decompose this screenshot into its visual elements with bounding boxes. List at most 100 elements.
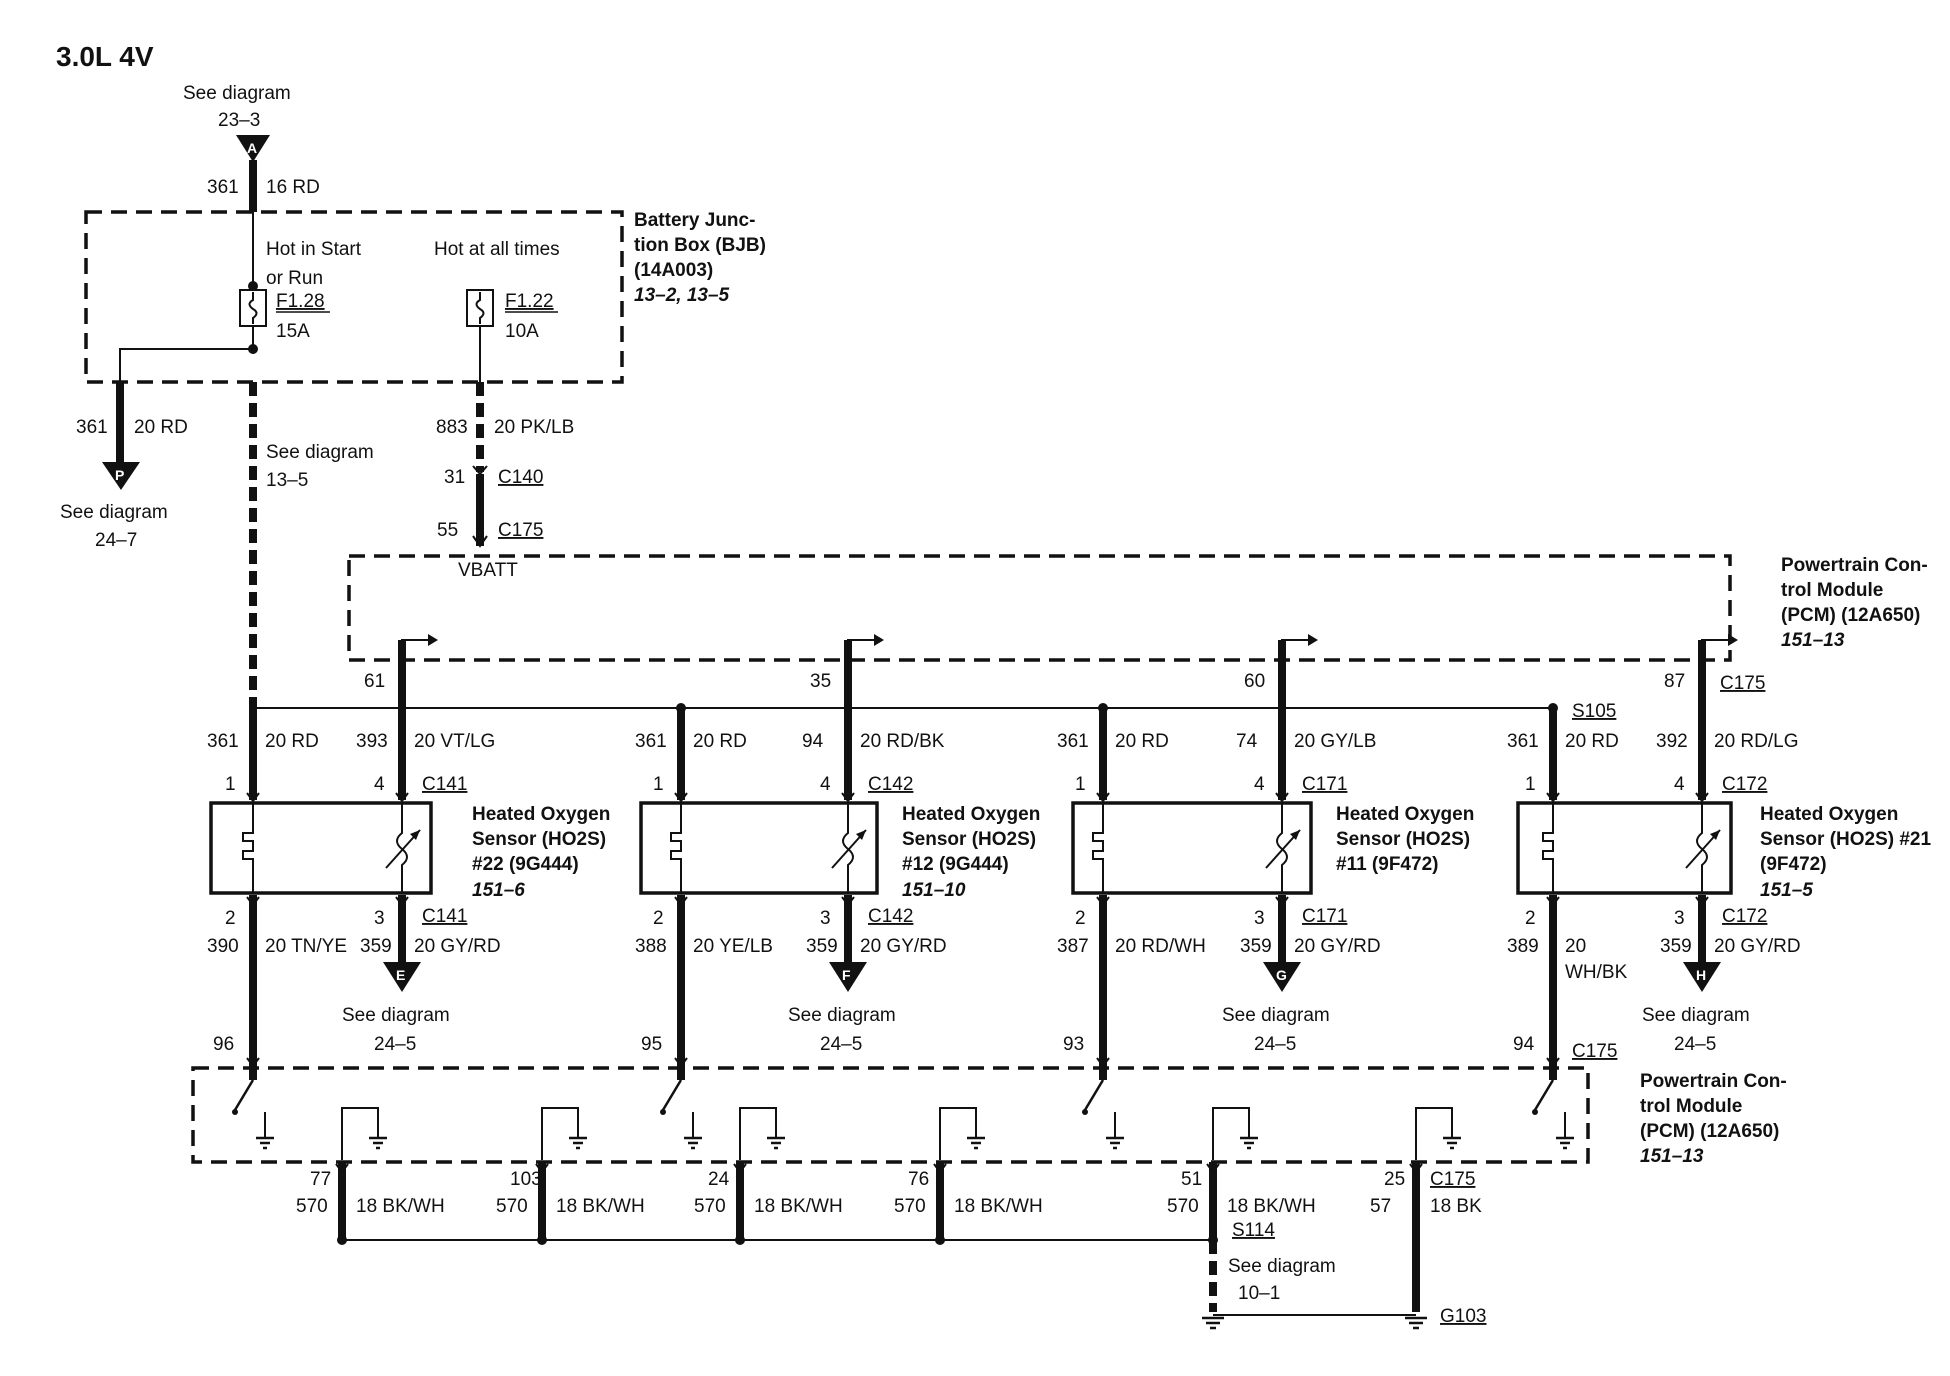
- power-circuit: 361: [1507, 731, 1539, 752]
- connector-p-arrow[interactable]: [102, 462, 140, 490]
- variable-arrowhead-icon: [410, 830, 420, 840]
- sensor-name-2: Sensor (HO2S): [902, 829, 1036, 850]
- ground-point-g103: G103: [1440, 1306, 1486, 1327]
- feed-circuit: 361: [207, 177, 239, 198]
- connector-mark: [1409, 1163, 1423, 1174]
- connector-mark: [335, 1163, 349, 1174]
- connector-arrow-h[interactable]: [1683, 962, 1721, 992]
- connector-bottom: C142: [868, 906, 913, 927]
- connector-a-letter: A: [247, 140, 257, 156]
- vbatt-pin-1: 31: [444, 467, 465, 488]
- power-circuit: 361: [207, 731, 239, 752]
- connector-mark: [1275, 792, 1289, 803]
- left-branch-wire-color: 20 RD: [134, 417, 188, 438]
- internal-ground-tap: [1415, 1107, 1453, 1160]
- see-ref: 24–5: [374, 1034, 416, 1055]
- bjb-outline: [84, 210, 624, 384]
- signal-wire-color: 20 RD/BK: [860, 731, 945, 752]
- return-wire-color: 20 GY/RD: [1714, 936, 1801, 957]
- heater-element-icon: [1542, 803, 1554, 893]
- heater-element-icon: [670, 803, 682, 893]
- heater-circuit: 390: [207, 936, 239, 957]
- sensor-name-1: Heated Oxygen: [472, 804, 610, 825]
- connector-mark: [1096, 792, 1110, 803]
- connector-c175-top: C175: [498, 520, 543, 541]
- connector-a-arrow[interactable]: [236, 135, 270, 162]
- ground-wire-color: 18 BK/WH: [954, 1196, 1043, 1217]
- see-ref: 24–5: [820, 1034, 862, 1055]
- internal-ground-tap: [341, 1107, 379, 1160]
- internal-ground-tap: [541, 1107, 579, 1160]
- see-ref: 24–5: [1674, 1034, 1716, 1055]
- sensor-name-3: #11 (9F472): [1336, 854, 1438, 875]
- c175-connector-mark: [472, 535, 488, 548]
- pin-d: 3: [374, 908, 385, 929]
- pcm-top-label-1: Powertrain Con-: [1781, 555, 1928, 576]
- sensor-name-2: Sensor (HO2S): [1336, 829, 1470, 850]
- internal-ground-tap: [739, 1107, 777, 1160]
- connector-arrow-e[interactable]: [383, 962, 421, 992]
- pin-b: 4: [820, 774, 831, 795]
- pcm-bottom-label-2: trol Module: [1640, 1096, 1742, 1117]
- sensor-name-3: #22 (9G444): [472, 854, 579, 875]
- pin-c: 2: [1525, 908, 1536, 929]
- switch-pivot: [660, 1109, 666, 1115]
- heater-circuit: 388: [635, 936, 667, 957]
- see-diagram: See diagram: [1642, 1005, 1750, 1026]
- ground-wire-color: 18 BK/WH: [356, 1196, 445, 1217]
- ground-symbol-g103-icon: [1405, 1316, 1427, 1330]
- hot-at-all-times-label: Hot at all times: [434, 239, 560, 260]
- pcm-ground-pin: 24: [708, 1169, 730, 1190]
- heater-wire-color: 20 TN/YE: [265, 936, 347, 957]
- pcm-ground-pin: 76: [908, 1169, 929, 1190]
- signal-wire-color: 20 VT/LG: [414, 731, 495, 752]
- switch-pivot: [1082, 1109, 1088, 1115]
- pin-d: 3: [1674, 908, 1685, 929]
- connector-mark: [1206, 1163, 1220, 1174]
- signal-wire-color: 20 RD/LG: [1714, 731, 1798, 752]
- return-wire-color: 20 GY/RD: [414, 936, 501, 957]
- connector-c175-bottom: C175: [1572, 1041, 1617, 1062]
- internal-ground-tap: [1212, 1107, 1250, 1160]
- pcm-bottom-ref: 151–13: [1640, 1146, 1704, 1167]
- ground-circuit: 570: [694, 1196, 726, 1217]
- sensor-ref: 151–10: [902, 880, 966, 901]
- bjb-label-3: (14A003): [634, 260, 713, 281]
- ho2s-body: [209, 801, 433, 895]
- ho2s-body: [1516, 801, 1733, 895]
- connector-mark: [246, 792, 260, 803]
- see-ref: 24–5: [1254, 1034, 1296, 1055]
- top-see-ref: 23–3: [218, 110, 260, 131]
- mid-see-ref: 13–5: [266, 470, 308, 491]
- pcm-bottom-outline: [191, 1066, 1590, 1164]
- pin-b: 4: [374, 774, 385, 795]
- pcm-ground-pin: 51: [1181, 1169, 1202, 1190]
- pcm-pin-marker: [1281, 639, 1310, 660]
- connector-arrow-g[interactable]: [1263, 962, 1301, 992]
- pin-a: 1: [1075, 774, 1086, 795]
- connector-mark: [733, 1163, 747, 1174]
- pcm-pin: 35: [810, 671, 831, 692]
- heater-wire-color-2: WH/BK: [1565, 962, 1628, 983]
- connector-mark: [1695, 792, 1709, 803]
- connector-arrow-f[interactable]: [829, 962, 867, 992]
- return-circuit: 359: [360, 936, 392, 957]
- pcm-pin: 87: [1664, 671, 1685, 692]
- sensor-ref: 151–6: [472, 880, 525, 901]
- pin-c: 2: [1075, 908, 1086, 929]
- heater-circuit: 387: [1057, 936, 1089, 957]
- sensor-name-3: #12 (9G444): [902, 854, 1009, 875]
- pin-a: 1: [653, 774, 664, 795]
- bjb-ref: 13–2, 13–5: [634, 285, 730, 306]
- signal-circuit: 74: [1236, 731, 1258, 752]
- left-see-diagram: See diagram: [60, 502, 168, 523]
- sensor-name-2: Sensor (HO2S) #21: [1760, 829, 1931, 850]
